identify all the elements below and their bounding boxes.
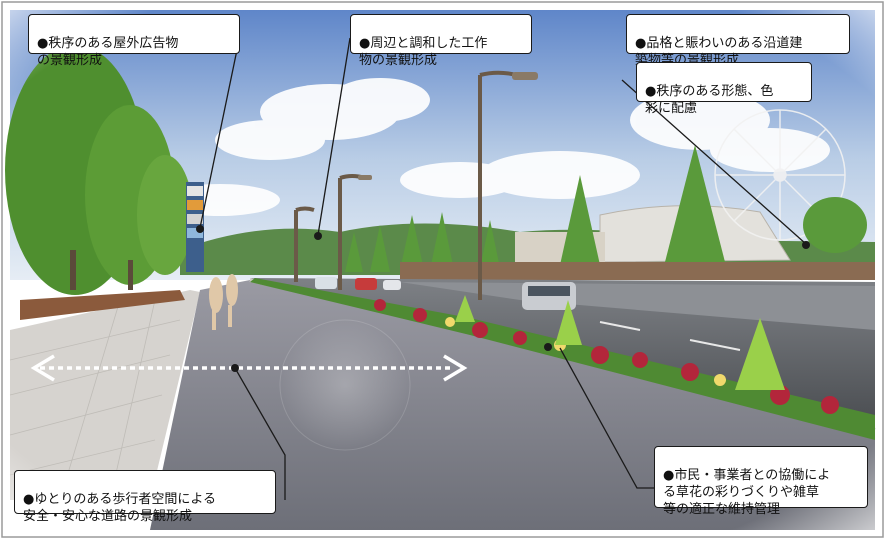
leader-dots xyxy=(196,225,810,372)
callout-outdoor-advertising-text: ●秩序のある屋外広告物 の景観形成 xyxy=(37,36,179,68)
callout-pedestrian-space: ●ゆとりのある歩行者空間による 安全・安心な道路の景観形成 xyxy=(14,470,276,524)
callout-structures: ●周辺と調和した工作 物の景観形成 xyxy=(350,14,532,68)
callout-roadside-buildings: ●品格と賑わいのある沿道建 築物等の景観形成 xyxy=(626,14,850,68)
leader-lines xyxy=(199,37,807,500)
callout-pedestrian-space-text: ●ゆとりのある歩行者空間による 安全・安心な道路の景観形成 xyxy=(23,492,216,524)
callout-form-color-text: ●秩序のある形態、色 彩に配慮 xyxy=(645,84,774,116)
callout-flower-maintenance-text: ●市民・事業者との協働によ る草花の彩りづくりや雑草 等の適正な維持管理 xyxy=(663,468,831,517)
callout-structures-text: ●周辺と調和した工作 物の景観形成 xyxy=(359,36,488,68)
callout-form-color: ●秩序のある形態、色 彩に配慮 xyxy=(636,62,812,116)
callout-outdoor-advertising: ●秩序のある屋外広告物 の景観形成 xyxy=(28,14,240,68)
callout-flower-maintenance: ●市民・事業者との協働によ る草花の彩りづくりや雑草 等の適正な維持管理 xyxy=(654,446,868,517)
